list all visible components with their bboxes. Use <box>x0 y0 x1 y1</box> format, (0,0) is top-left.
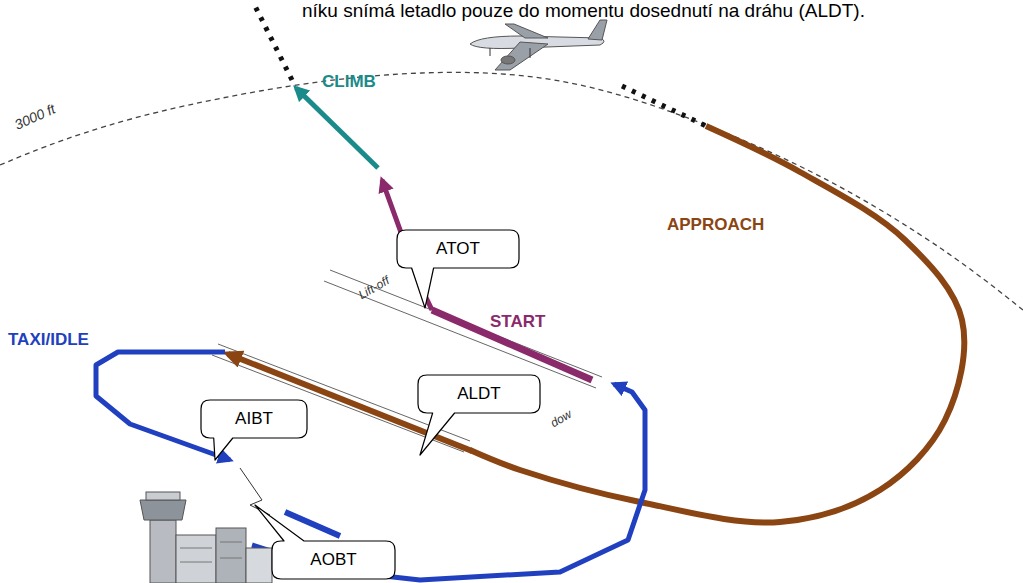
altitude-arc <box>0 72 1023 310</box>
callout-text: ALDT <box>457 384 500 404</box>
callout-text: AOBT <box>310 550 356 570</box>
approach-entry <box>622 86 706 126</box>
callout-bubble: AIBT <box>201 400 307 438</box>
callout-bubble: ATOT <box>397 230 519 268</box>
callout-shape <box>418 375 540 455</box>
callout-shape <box>397 230 519 308</box>
callout-shape <box>255 505 395 579</box>
control-tower <box>140 492 272 583</box>
altitude-label: 3000 ft <box>12 101 58 133</box>
phase-label: TAXI/IDLE <box>8 330 89 350</box>
runway-label: Lift-off <box>356 273 392 302</box>
callout-text: AIBT <box>235 409 273 429</box>
phase-label: START <box>490 312 545 332</box>
aircraft <box>470 20 607 70</box>
phase-label: CLIMB <box>322 72 376 92</box>
phase-label: APPROACH <box>667 215 764 235</box>
callout-shape <box>201 400 307 460</box>
callout-text: ATOT <box>436 239 480 259</box>
climb-continuation <box>255 6 292 80</box>
approach-path <box>470 126 964 523</box>
takeoff-roll <box>432 310 592 380</box>
gate-line <box>240 468 270 515</box>
climb-path <box>296 88 378 168</box>
caption-fragment: níku snímá letadlo pouze do momentu dose… <box>302 0 865 22</box>
callout-bubble: ALDT <box>418 375 540 413</box>
callout-bubble: AOBT <box>272 541 395 579</box>
runway-label: dow <box>548 407 574 430</box>
